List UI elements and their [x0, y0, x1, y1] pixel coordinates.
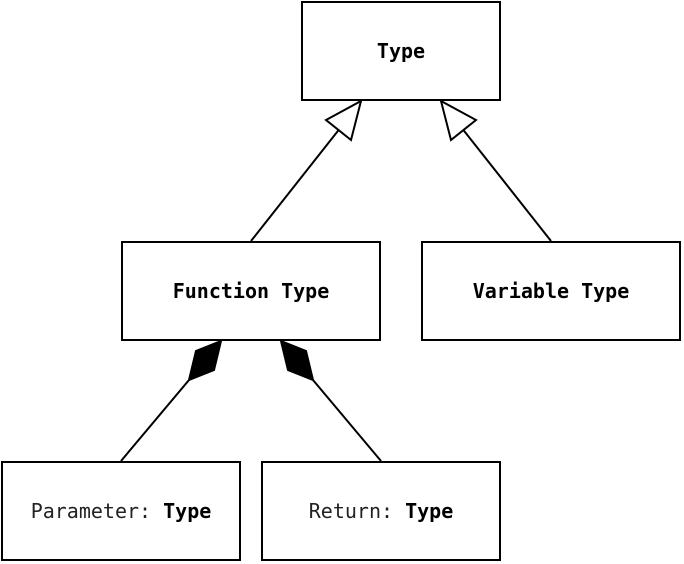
inheritance-edge-function-type [250, 126, 342, 242]
type-node: Type [301, 1, 501, 101]
return-node-prefix: Return: [308, 499, 406, 523]
parameter-node: Parameter: Type [1, 461, 241, 561]
parameter-node-type: Type [163, 499, 212, 523]
return-node-type: Type [405, 499, 454, 523]
inheritance-arrowhead-variable-type [439, 99, 478, 142]
function-type-node-label: Function Type [172, 279, 330, 303]
variable-type-node: Variable Type [421, 241, 681, 341]
function-type-node: Function Type [121, 241, 381, 341]
variable-type-node-label: Variable Type [472, 279, 630, 303]
composition-edge-parameter [120, 379, 190, 462]
composition-edge-return [312, 379, 382, 462]
parameter-node-prefix: Parameter: [30, 499, 164, 523]
composition-diamond-return [279, 339, 315, 382]
composition-diamond-parameter [187, 339, 223, 382]
inheritance-arrowhead-function-type [324, 99, 363, 142]
return-node: Return: Type [261, 461, 501, 561]
inheritance-edge-variable-type [460, 126, 552, 242]
type-node-label: Type [376, 39, 426, 63]
